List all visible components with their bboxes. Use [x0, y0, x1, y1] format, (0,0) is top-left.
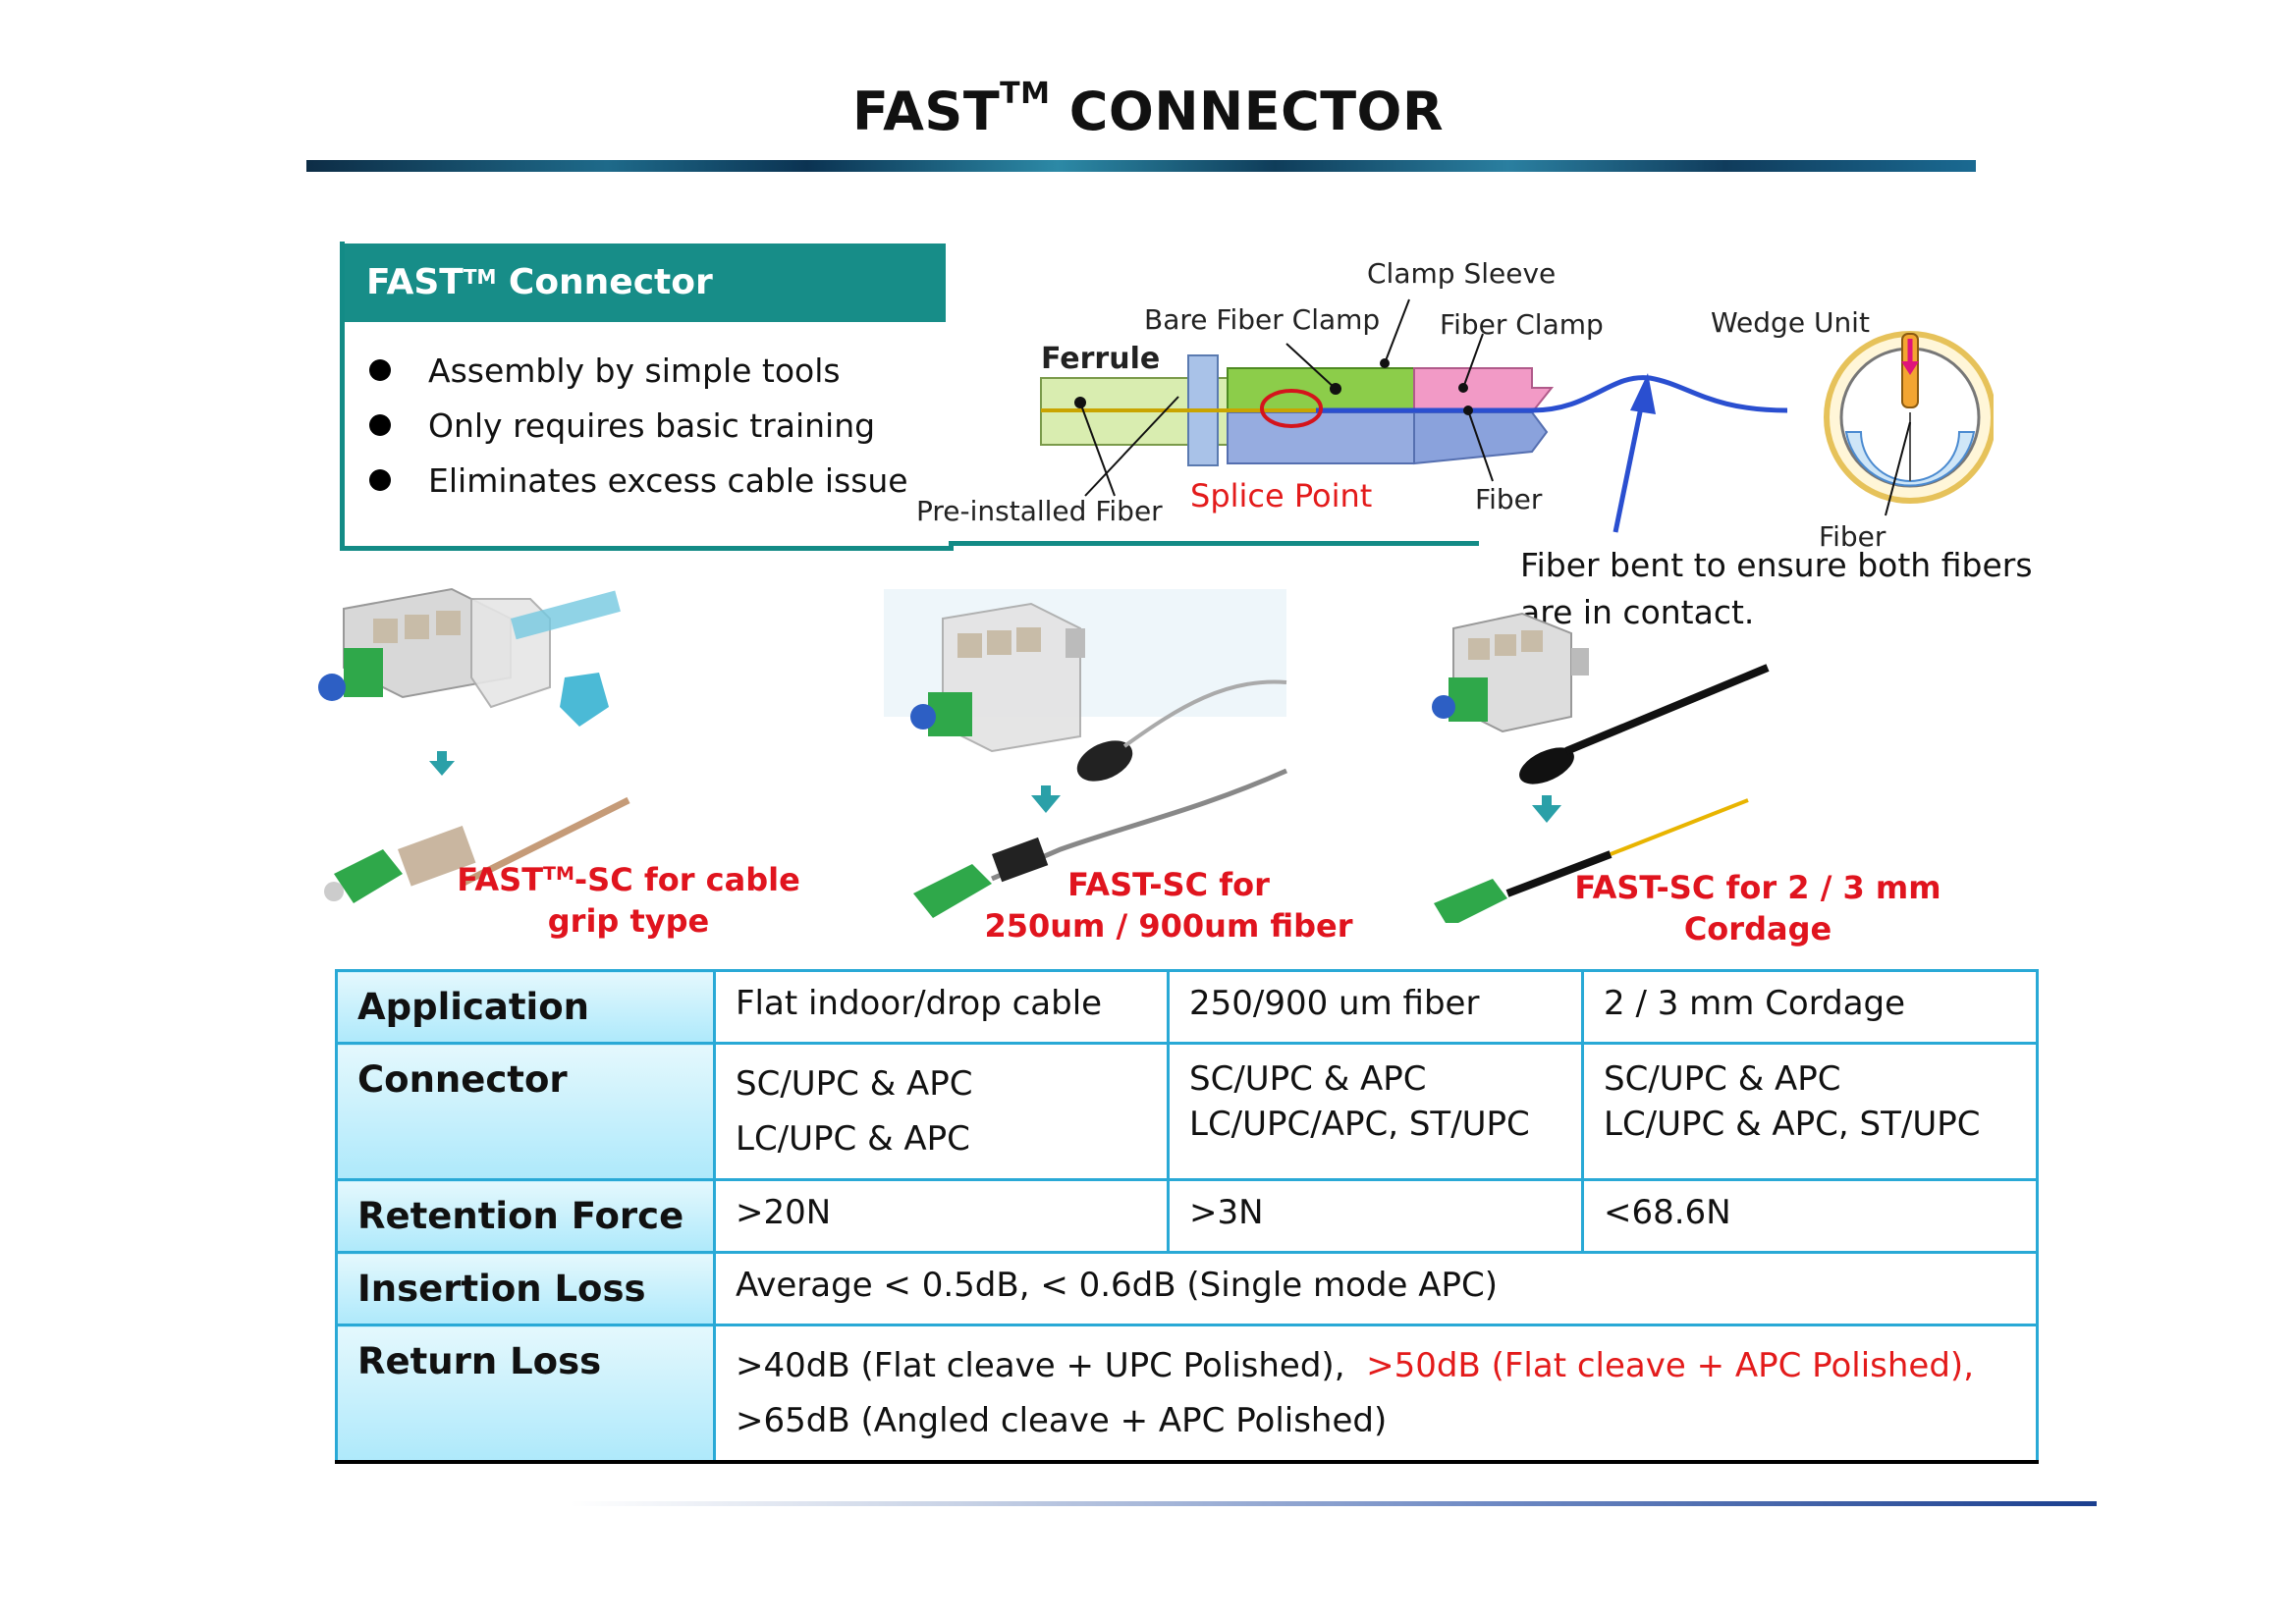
product-caption-cable-grip: FASTTM-SC for cable grip type [432, 859, 825, 942]
caption-2-line1: FAST-SC for [1067, 866, 1270, 903]
bullet-dot-icon [369, 414, 391, 436]
product-caption-cordage: FAST-SC for 2 / 3 mm Cordage [1561, 867, 1954, 949]
table-cell: <68.6N [1581, 1178, 2039, 1254]
cell-line: >40dB (Flat cleave + UPC Polished), >50d… [736, 1338, 2016, 1393]
bullet-text: Assembly by simple tools [428, 351, 841, 390]
label-pre-installed-fiber: Pre-installed Fiber [916, 495, 1163, 527]
mech-heading-main: FAST [366, 262, 464, 302]
table-cell: 250/900 um fiber [1167, 969, 1584, 1045]
table-cell: Flat indoor/drop cable [713, 969, 1170, 1045]
mechanical-box-frame [340, 242, 954, 551]
title-rest: CONNECTOR [1050, 81, 1445, 142]
fast-sc-cordage-illustration [1432, 612, 1770, 923]
bullet-text: Eliminates excess cable issue [428, 461, 908, 500]
mechanical-box-rule [949, 541, 1479, 546]
caption-1-line2: grip type [547, 902, 710, 940]
label-fiber-clamp: Fiber Clamp [1440, 308, 1604, 341]
label-fiber-wedge: Fiber [1819, 520, 1886, 553]
table-cell: Average < 0.5dB, < 0.6dB (Single mode AP… [713, 1251, 2039, 1326]
caption-2-line2: 250um / 900um fiber [984, 907, 1353, 945]
return-loss-apc-highlight: >50dB (Flat cleave + APC Polished), [1366, 1346, 1974, 1385]
label-splice-point: Splice Point [1190, 477, 1373, 514]
cell-line: LC/UPC & APC [736, 1119, 970, 1159]
cell-line: LC/UPC/APC, ST/UPC [1189, 1105, 1530, 1144]
row-header-insertion-loss: Insertion Loss [335, 1251, 716, 1326]
table-cell: SC/UPC & APC LC/UPC & APC, ST/UPC [1581, 1042, 2039, 1181]
label-fiber: Fiber [1475, 483, 1543, 515]
label-wedge-unit: Wedge Unit [1711, 306, 1870, 339]
mechanical-heading: FASTTM Connector (Mechanical) [345, 243, 946, 381]
cell-line: SC/UPC & APC [736, 1064, 973, 1104]
return-loss-upc: >40dB (Flat cleave + UPC Polished), [736, 1346, 1345, 1385]
bullet-text: Only requires basic training [428, 406, 876, 445]
spec-table: Application Flat indoor/drop cable 250/9… [335, 969, 2039, 1464]
table-row: Application Flat indoor/drop cable 250/9… [335, 969, 2039, 1045]
connector-cross-section-diagram [1040, 298, 1994, 533]
table-row: Return Loss >40dB (Flat cleave + UPC Pol… [335, 1324, 2039, 1464]
label-clamp-sleeve: Clamp Sleeve [1367, 257, 1557, 290]
row-header-retention-force: Retention Force [335, 1178, 716, 1254]
table-cell: >3N [1167, 1178, 1584, 1254]
page-title: FASTTM CONNECTOR [0, 77, 2296, 142]
mech-heading-sup: TM [463, 265, 497, 289]
row-header-application: Application [335, 969, 716, 1045]
caption-1-main: FAST [457, 861, 544, 898]
label-bare-fiber-clamp: Bare Fiber Clamp [1144, 303, 1381, 336]
bullet-dot-icon [369, 469, 391, 491]
table-cell: SC/UPC & APC LC/UPC & APC [713, 1042, 1170, 1181]
cell-line: LC/UPC & APC, ST/UPC [1604, 1105, 1981, 1144]
product-caption-250-900: FAST-SC for 250um / 900um fiber [972, 864, 1365, 946]
table-cell: 2 / 3 mm Cordage [1581, 969, 2039, 1045]
table-row: Insertion Loss Average < 0.5dB, < 0.6dB … [335, 1251, 2039, 1326]
bullet-item: Assembly by simple tools [369, 351, 841, 390]
table-cell: >20N [713, 1178, 1170, 1254]
footer-gradient-line [570, 1501, 2097, 1506]
table-row: Connector SC/UPC & APC LC/UPC & APC SC/UP… [335, 1042, 2039, 1181]
label-ferrule: Ferrule [1041, 342, 1161, 376]
cell-line: SC/UPC & APC [1604, 1059, 1841, 1099]
caption-3-line1: FAST-SC for 2 / 3 mm [1574, 869, 1941, 906]
title-main: FAST [851, 81, 1001, 142]
fast-sc-250-900-illustration [884, 589, 1288, 918]
row-header-return-loss: Return Loss [335, 1324, 716, 1464]
table-cell: SC/UPC & APC LC/UPC/APC, ST/UPC [1167, 1042, 1584, 1181]
fast-sc-cable-grip-illustration [318, 587, 630, 903]
bullet-dot-icon [369, 359, 391, 381]
caption-1-sup: TM [543, 863, 574, 885]
table-cell: >40dB (Flat cleave + UPC Polished), >50d… [713, 1324, 2039, 1464]
return-loss-angled: >65dB (Angled cleave + APC Polished) [736, 1401, 1388, 1440]
caption-3-line2: Cordage [1683, 910, 1832, 947]
fiber-bent-note: Fiber bent to ensure both fibers are in … [1520, 546, 2033, 631]
cell-line: SC/UPC & APC [1189, 1059, 1427, 1099]
table-row: Retention Force >20N >3N <68.6N [335, 1178, 2039, 1254]
bullet-item: Only requires basic training [369, 406, 876, 445]
title-underline-bar [306, 160, 1976, 172]
row-header-connector: Connector [335, 1042, 716, 1181]
title-trademark: TM [1000, 77, 1051, 111]
bullet-item: Eliminates excess cable issue [369, 461, 908, 500]
mech-heading-rest: Connector (Mechanical) [366, 262, 713, 381]
caption-1-rest: -SC for cable [574, 861, 800, 898]
